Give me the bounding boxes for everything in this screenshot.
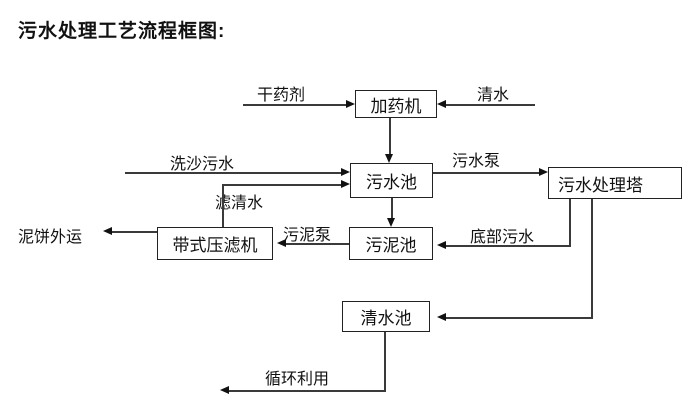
arrow-mud-cake-shaft: [112, 231, 157, 233]
flow-label-filtered-water: 滤清水: [215, 195, 264, 212]
flow-label-recycle-use: 循环利用: [265, 371, 330, 388]
arrow-tower-to-clean-vertical: [591, 199, 593, 318]
arrow-mud-cake-head: [103, 227, 112, 235]
flow-label-mud-cake-transport: 泥饼外运: [18, 229, 83, 246]
node-dosing-machine: 加药机: [355, 90, 437, 118]
arrow-sand-washing-shaft: [125, 172, 342, 174]
arrow-sewage-pump-head: [539, 168, 548, 176]
arrow-recycle-shaft: [229, 390, 386, 392]
arrow-pool-to-sludge-shaft: [391, 198, 393, 219]
arrow-bottom-sewage-shaft: [446, 245, 571, 247]
arrow-sludge-pump-shaft: [286, 243, 349, 245]
node-belt-filter-press: 带式压滤机: [157, 227, 273, 260]
flow-label-sewage-pump: 污水泵: [452, 153, 501, 170]
arrow-bottom-sewage-vertical: [569, 199, 571, 246]
arrow-sewage-pump-shaft: [433, 172, 539, 174]
arrow-tower-to-clean-shaft: [446, 317, 593, 319]
arrow-sludge-pump-head: [277, 239, 286, 247]
node-sludge-pool: 污泥池: [349, 227, 433, 260]
arrow-tower-to-clean-head: [437, 313, 446, 321]
flow-label-bottom-sewage: 底部污水: [470, 229, 535, 246]
arrow-filtered-water-vertical: [222, 184, 224, 227]
node-treatment-tower: 污水处理塔: [548, 167, 682, 199]
node-sewage-pool: 污水池: [350, 163, 433, 198]
arrow-sand-washing-head: [341, 168, 350, 176]
flow-label-sand-washing-sewage: 洗沙污水: [170, 156, 235, 173]
arrow-pool-to-sludge-head: [387, 218, 395, 227]
arrow-recycle-head: [220, 386, 229, 394]
arrow-dosing-to-pool-shaft: [389, 118, 391, 155]
arrow-dry-chemical-shaft: [243, 104, 347, 106]
arrow-recycle-vertical: [384, 332, 386, 391]
arrow-dry-chemical-head: [346, 100, 355, 108]
arrow-clean-water-shaft: [446, 104, 535, 106]
arrow-dosing-to-pool-head: [385, 154, 393, 163]
node-clean-water-pool: 清水池: [342, 301, 430, 332]
flow-label-sludge-pump: 污泥泵: [283, 227, 332, 244]
page-title: 污水处理工艺流程框图:: [18, 21, 226, 42]
arrow-filtered-water-head: [341, 180, 350, 188]
flow-label-dry-chemical: 干药剂: [257, 87, 306, 104]
arrow-filtered-water-shaft: [222, 184, 342, 186]
flow-label-clean-water: 清水: [477, 87, 510, 104]
arrow-bottom-sewage-head: [437, 241, 446, 249]
arrow-clean-water-head: [437, 100, 446, 108]
